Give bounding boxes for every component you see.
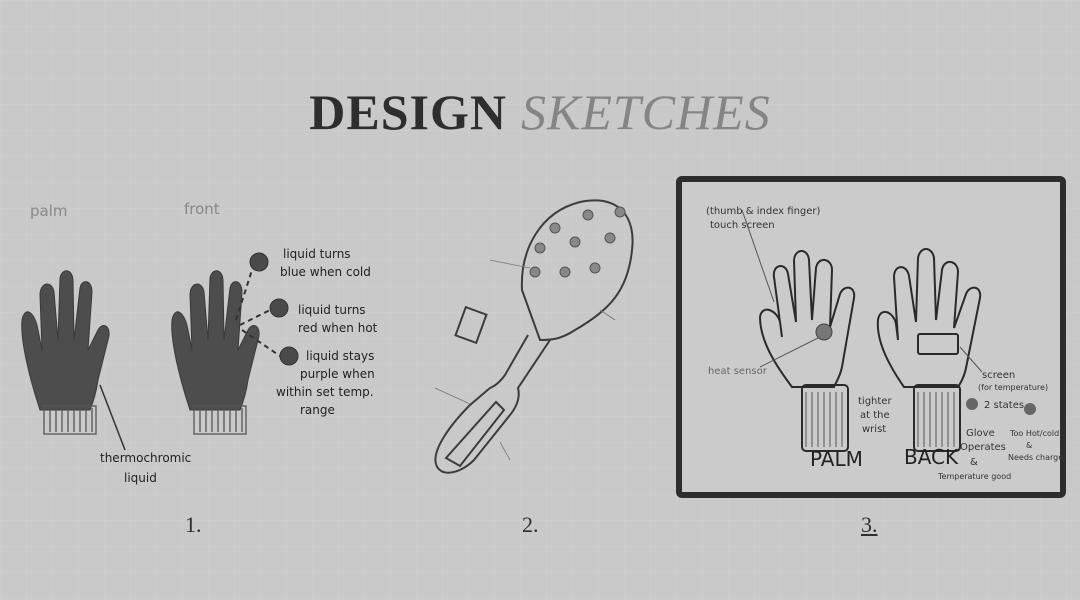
smart-glove-screen <box>918 334 958 354</box>
note-blue-line2: blue when cold <box>280 265 371 279</box>
note-red-line1: liquid turns <box>298 303 366 317</box>
label-front: front <box>184 200 220 218</box>
sketch-2-scraper-tool <box>400 190 670 500</box>
dot-blue <box>250 253 268 271</box>
sketch-number-2: 2. <box>522 512 539 538</box>
note-tighter-line2: at the <box>860 410 890 421</box>
note-touch-line1: (thumb & index finger) <box>706 206 821 217</box>
sketch-3-frame: (thumb & index finger) touch screen heat… <box>676 176 1066 498</box>
status-dot-green <box>966 398 978 410</box>
sketch-3-smart-glove: (thumb & index finger) touch screen heat… <box>682 182 1060 492</box>
note-thermochromic: thermochromic <box>100 451 191 465</box>
smart-glove-palm-cuff <box>802 385 848 451</box>
note-tighter-line1: tighter <box>858 396 892 407</box>
smart-glove-back-outline <box>878 249 980 387</box>
note-purple-line4: range <box>300 403 335 417</box>
note-tighter-line3: wrist <box>862 424 886 435</box>
page-title: DESIGNSKETCHES <box>0 82 1080 142</box>
smart-glove-back-cuff <box>914 385 960 451</box>
note-touch-line2: touch screen <box>710 220 775 231</box>
label-palm-caps: PALM <box>810 447 863 471</box>
note-green-line4: Temperature good <box>937 472 1011 481</box>
note-screen-line1: screen <box>982 370 1015 381</box>
status-dot-orange <box>1024 403 1036 415</box>
glove-palm-shape <box>22 271 109 410</box>
title-word-design: DESIGN <box>309 84 507 140</box>
note-orange-line2: & <box>1026 441 1032 450</box>
note-blue-line1: liquid turns <box>283 247 351 261</box>
note-red-line2: red when hot <box>298 321 378 335</box>
dot-red <box>270 299 288 317</box>
note-green-line2: Operates <box>960 442 1006 453</box>
label-back-caps: BACK <box>904 445 959 469</box>
sketch-number-3[interactable]: 3. <box>861 512 878 538</box>
note-purple-line1: liquid stays <box>306 349 374 363</box>
sketch-number-1: 1. <box>185 512 202 538</box>
heat-sensor-dot <box>816 324 832 340</box>
title-word-sketches: SKETCHES <box>521 84 771 140</box>
note-purple-line3: within set temp. <box>276 385 374 399</box>
sketch-1-thermochromic-gloves: palm front liquid turns blue when cold l… <box>0 180 400 500</box>
smart-glove-palm-outline <box>760 251 854 387</box>
note-two-states: 2 states <box>984 400 1024 411</box>
note-orange-line1: Too Hot/cold <box>1009 429 1059 438</box>
note-orange-line3: Needs charge <box>1008 453 1060 462</box>
note-green-line3: & <box>970 457 978 468</box>
note-purple-line2: purple when <box>300 367 375 381</box>
label-palm: palm <box>30 202 68 220</box>
note-green-line1: Glove <box>966 428 995 439</box>
note-heat-sensor: heat sensor <box>708 366 768 377</box>
note-screen-line2: (for temperature) <box>978 383 1048 392</box>
dot-purple <box>280 347 298 365</box>
note-liquid: liquid <box>124 471 157 485</box>
